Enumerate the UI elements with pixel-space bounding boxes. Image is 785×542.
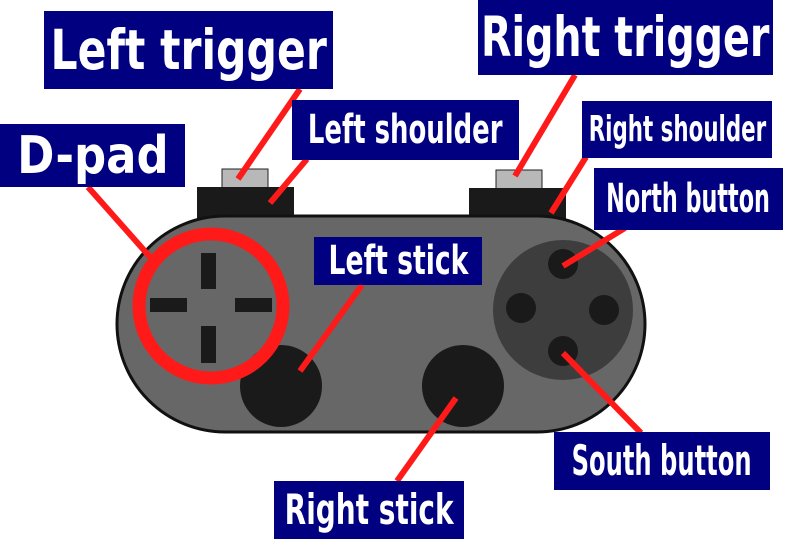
d-pad-up (201, 253, 216, 289)
right-stick-label: Right stick (274, 481, 464, 539)
face-button-cluster (493, 240, 633, 380)
right-trigger-label: Right trigger (478, 0, 773, 75)
right-stick-pointer (394, 396, 459, 483)
north-button-pointer (561, 225, 627, 269)
right-stick (422, 345, 504, 427)
right-shoulder-pointer (548, 155, 589, 215)
left-stick-label: Left stick (314, 237, 482, 285)
right-shoulder-label: Right shoulder (582, 101, 772, 158)
right-trigger-pointer (512, 73, 578, 178)
west-face-button (506, 293, 536, 323)
north-button-label: North button (594, 168, 783, 230)
d-pad-pointer (85, 185, 153, 259)
south-button-pointer (560, 350, 644, 436)
d-pad (150, 253, 272, 363)
d-pad-down (201, 326, 216, 363)
left-shoulder-pointer (267, 157, 310, 205)
d-pad-label: D-pad (0, 124, 185, 187)
left-shoulder-label: Left shoulder (292, 100, 519, 160)
left-trigger-pointer (235, 87, 303, 181)
south-button-label: South button (554, 432, 770, 490)
east-face-button (589, 295, 619, 325)
d-pad-highlight-ring (132, 227, 290, 385)
left-stick-pointer (297, 283, 365, 373)
d-pad-right (235, 298, 272, 312)
left-trigger-label: Left trigger (44, 11, 333, 89)
d-pad-left (150, 298, 187, 312)
